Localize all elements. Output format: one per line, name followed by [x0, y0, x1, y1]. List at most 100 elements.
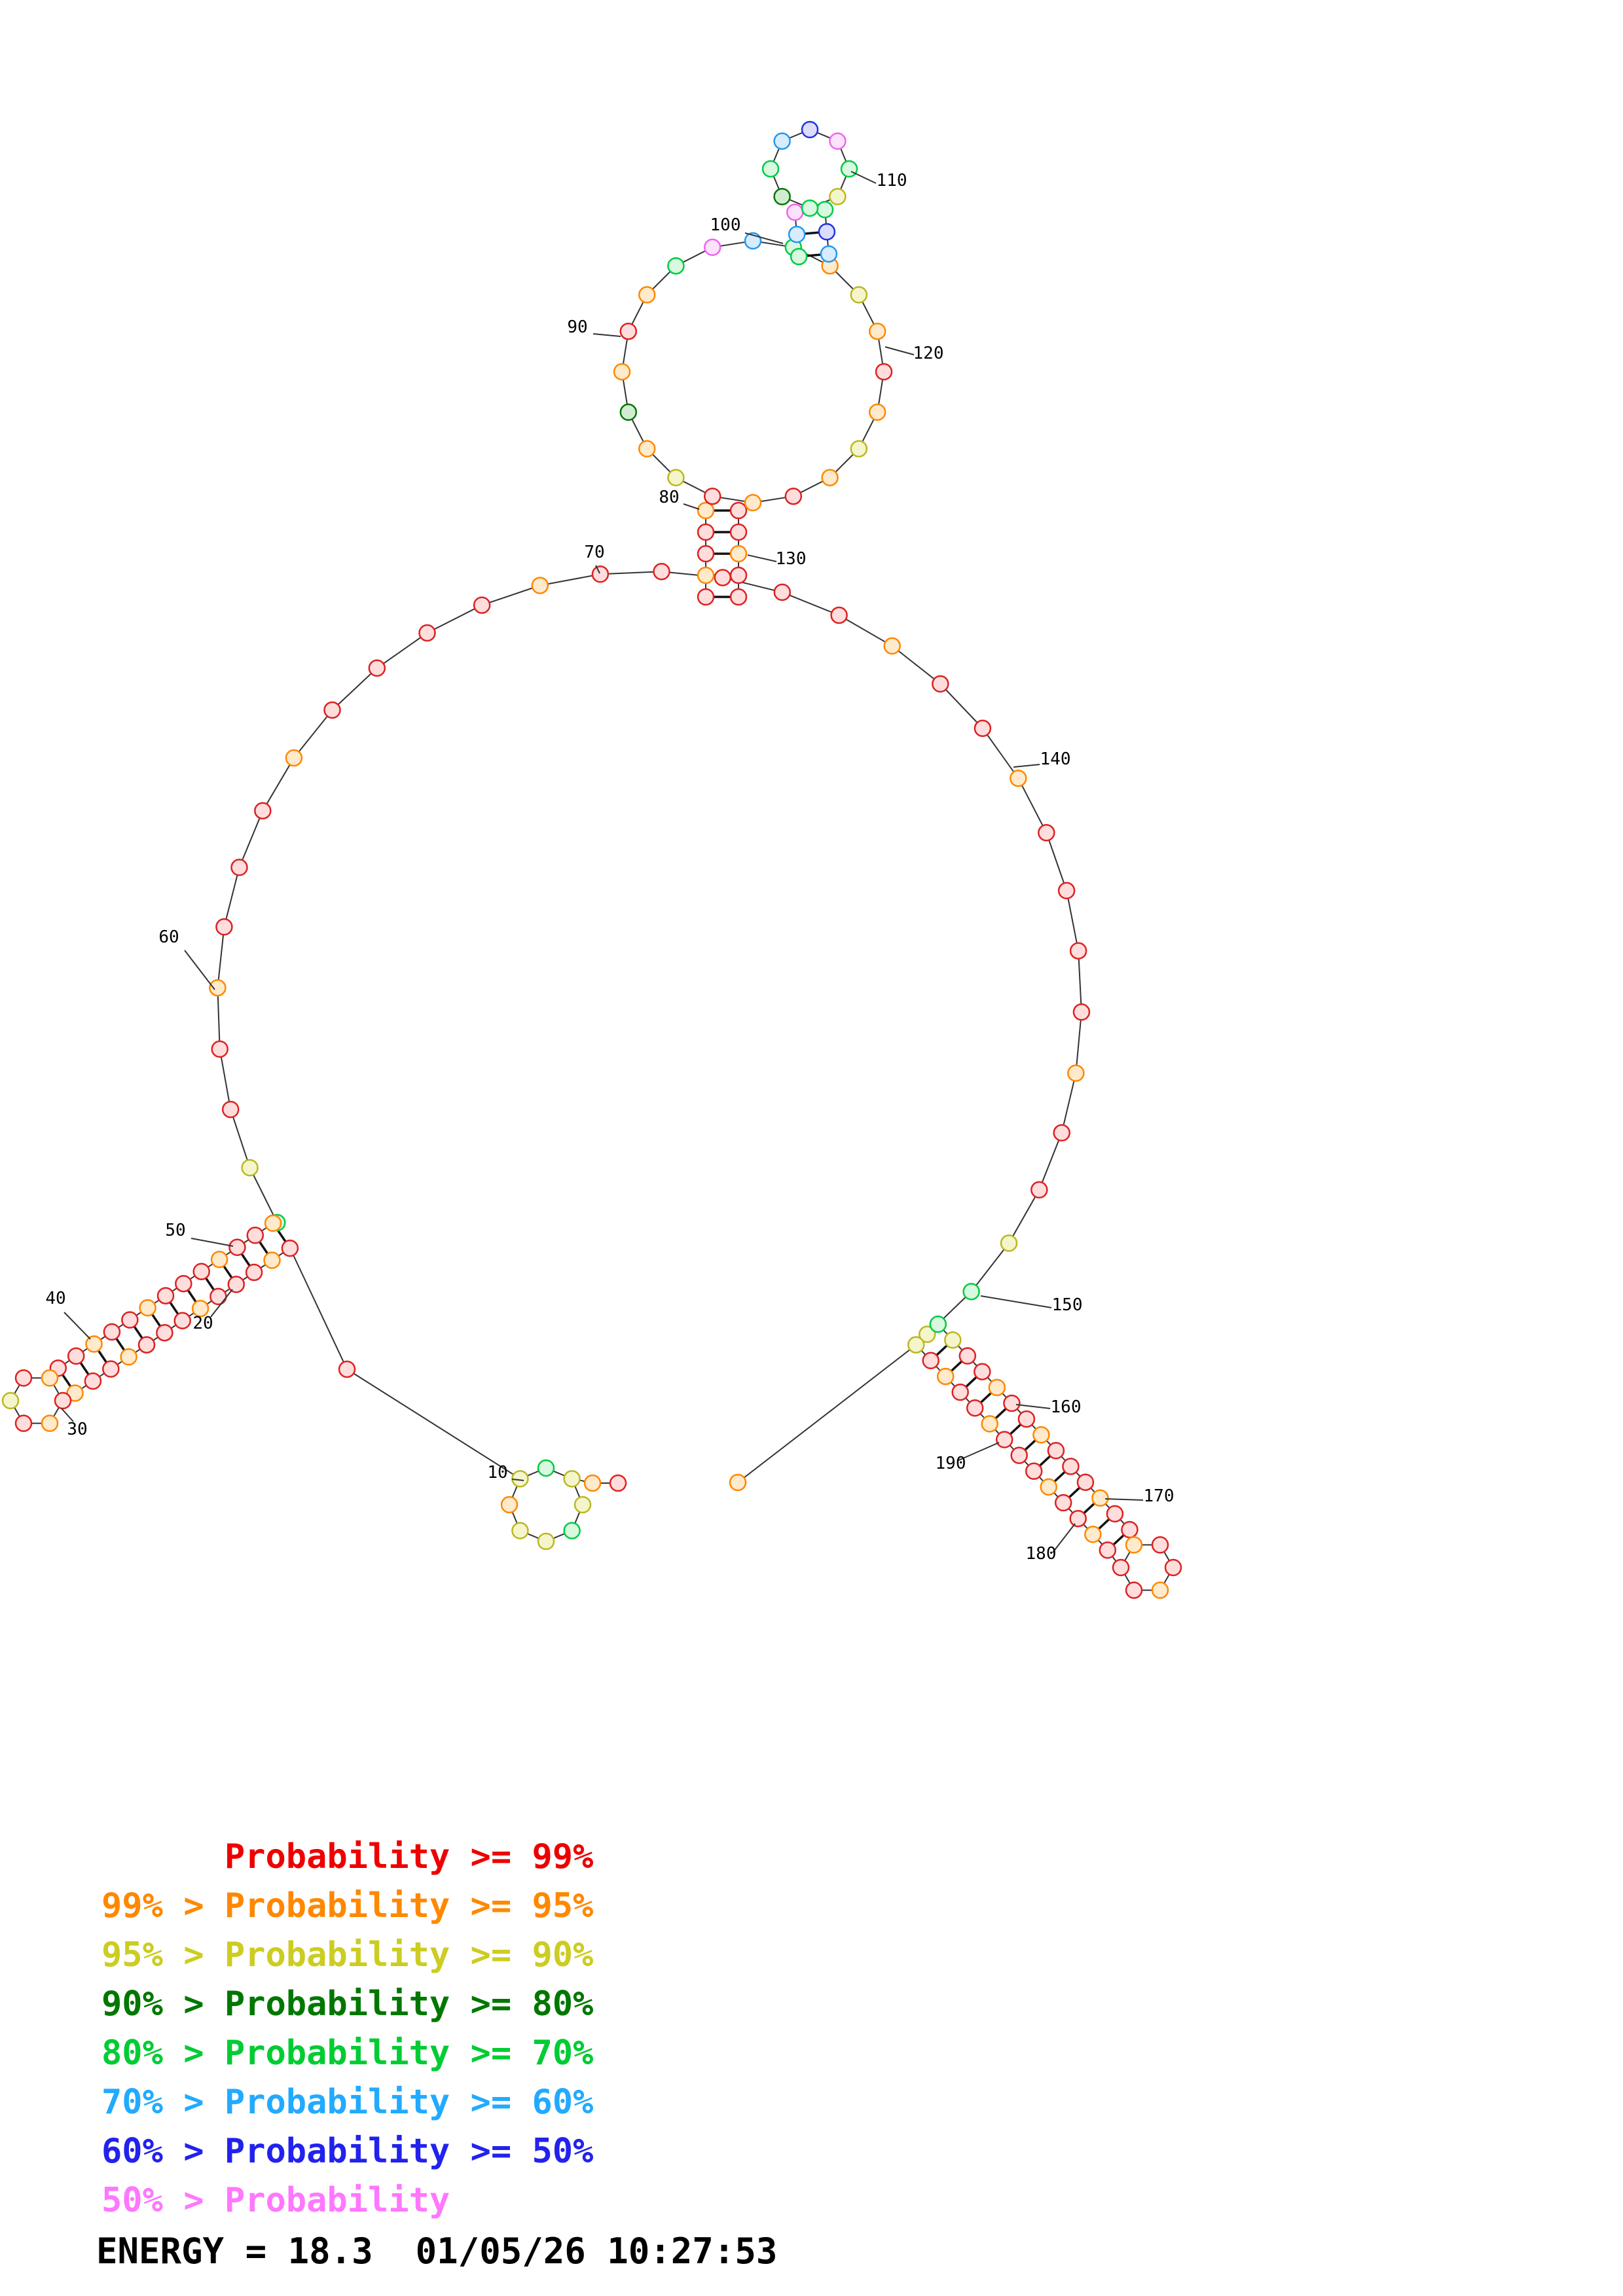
nucleotide — [729, 1473, 747, 1492]
nucleotide — [830, 606, 848, 624]
nucleotide — [1164, 1558, 1182, 1577]
nucleotide — [175, 1274, 192, 1293]
probability-legend: Probability >= 99%99% > Probability >= 9… — [101, 1833, 593, 2225]
nucleotide — [714, 569, 732, 586]
nucleotide — [156, 1323, 173, 1342]
label-tick — [747, 554, 777, 562]
label-tick — [511, 1479, 524, 1481]
nucleotide — [995, 1431, 1013, 1448]
nucleotide — [583, 1474, 602, 1492]
nucleotide — [241, 1158, 259, 1177]
nucleotide — [67, 1347, 85, 1365]
position-label: 90 — [567, 317, 587, 337]
nucleotide — [121, 1311, 139, 1329]
nucleotide — [14, 1414, 33, 1432]
nucleotide — [246, 1227, 264, 1244]
nucleotide — [41, 1369, 59, 1387]
nucleotide — [773, 188, 791, 206]
nucleotide — [103, 1323, 121, 1341]
nucleotide-nodes — [1, 120, 1182, 1599]
nucleotide — [1038, 824, 1055, 842]
nucleotide — [883, 637, 901, 655]
nucleotide — [531, 577, 549, 594]
position-label: 150 — [1052, 1295, 1083, 1315]
nucleotide — [1069, 942, 1087, 960]
label-tick — [1015, 1404, 1051, 1409]
label-tick — [1104, 1498, 1144, 1501]
label-tick — [593, 333, 621, 337]
nucleotide — [820, 245, 838, 263]
position-label: 160 — [1051, 1397, 1082, 1417]
legend-item-3: 90% > Probability >= 80% — [101, 1984, 594, 2024]
position-label: 30 — [67, 1420, 87, 1439]
nucleotide — [729, 545, 748, 563]
nucleotide — [784, 487, 803, 505]
nucleotide — [1076, 1473, 1095, 1491]
nucleotide — [868, 322, 886, 340]
nucleotide — [563, 1522, 581, 1539]
nucleotide — [966, 1399, 984, 1417]
nucleotide — [801, 199, 819, 217]
nucleotide — [988, 1378, 1006, 1397]
nucleotide — [500, 1496, 519, 1514]
label-tick — [1052, 1523, 1076, 1553]
nucleotide — [703, 238, 721, 257]
nucleotide — [697, 501, 715, 520]
label-tick — [1013, 764, 1040, 768]
nucleotide — [875, 363, 893, 381]
nucleotide — [729, 523, 748, 541]
nucleotide — [744, 493, 762, 512]
nucleotide — [139, 1299, 156, 1317]
nucleotide — [1053, 1124, 1070, 1142]
nucleotide — [368, 659, 386, 677]
nucleotide — [829, 132, 847, 150]
nucleotide — [868, 403, 886, 422]
nucleotide — [281, 1239, 299, 1257]
nucleotide — [230, 859, 248, 876]
nucleotide — [591, 565, 610, 583]
nucleotide — [1151, 1536, 1169, 1554]
nucleotide — [761, 160, 780, 178]
nucleotide — [609, 1474, 627, 1492]
position-label: 110 — [877, 171, 907, 190]
nucleotide — [829, 188, 847, 206]
nucleotide — [1072, 1003, 1091, 1021]
nucleotide — [667, 257, 685, 275]
nucleotide — [1091, 1489, 1109, 1507]
nucleotide — [209, 978, 227, 997]
nucleotide — [773, 583, 792, 601]
nucleotide — [173, 1312, 191, 1330]
label-tick — [595, 565, 600, 574]
legend-item-7: 50% > Probability — [101, 2181, 450, 2220]
legend-item-4: 80% > Probability >= 70% — [101, 2034, 594, 2073]
nucleotide — [418, 624, 436, 642]
nucleotide — [951, 1383, 969, 1401]
label-tick — [850, 171, 877, 184]
nucleotide — [1125, 1536, 1143, 1554]
nucleotide — [323, 701, 341, 719]
nucleotide — [1032, 1426, 1050, 1444]
nucleotide — [929, 1316, 947, 1333]
nucleotide — [613, 363, 631, 381]
nucleotide — [537, 1532, 555, 1551]
nucleotide — [818, 223, 836, 241]
nucleotide — [729, 566, 748, 584]
nucleotide — [790, 247, 808, 266]
nucleotide — [285, 749, 303, 767]
nucleotide — [1054, 1494, 1072, 1512]
position-label: 60 — [158, 927, 179, 947]
nucleotide — [102, 1360, 120, 1378]
position-label: 180 — [1026, 1544, 1057, 1564]
nucleotide — [228, 1238, 246, 1257]
nucleotide — [1010, 769, 1027, 787]
nucleotide — [697, 523, 715, 541]
position-label: 140 — [1040, 749, 1071, 769]
nucleotide — [1025, 1462, 1043, 1480]
nucleotide — [974, 1363, 991, 1380]
nucleotide — [638, 440, 656, 457]
nucleotide — [66, 1384, 84, 1402]
nucleotide — [788, 225, 806, 243]
nucleotide — [563, 1470, 581, 1488]
nucleotide — [1106, 1505, 1124, 1523]
nucleotide — [729, 501, 748, 520]
